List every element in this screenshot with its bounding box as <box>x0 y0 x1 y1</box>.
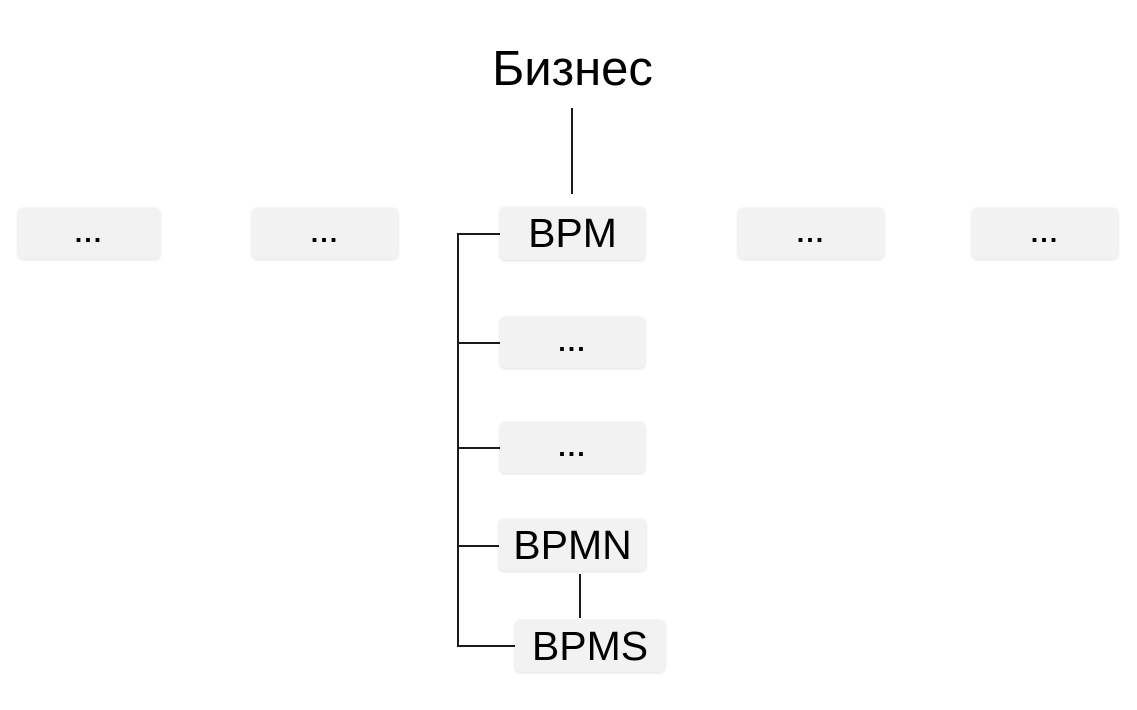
node-bpm-child-2-label: ... <box>558 432 587 462</box>
node-bpm-child-2[interactable]: ... <box>500 422 645 473</box>
edge-bpm-trunk <box>457 233 459 646</box>
node-bpm[interactable]: BPM <box>500 207 645 260</box>
node-bpm-child-1[interactable]: ... <box>500 317 645 368</box>
node-bpm-label: BPM <box>528 210 617 256</box>
edge-branch-to-child-2 <box>457 447 502 449</box>
node-bpms-label: BPMS <box>531 622 649 669</box>
node-root-business-label: Бизнес <box>492 41 653 96</box>
edge-branch-to-bpm <box>457 233 502 235</box>
node-bpm-child-1-label: ... <box>558 327 587 357</box>
node-peer-2[interactable]: ... <box>252 208 398 259</box>
node-root-business[interactable]: Бизнес <box>440 34 705 104</box>
node-peer-5[interactable]: ... <box>972 208 1118 259</box>
edge-branch-to-bpmn <box>457 545 501 547</box>
node-bpmn-label: BPMN <box>513 521 632 568</box>
node-peer-1-label: ... <box>74 218 104 248</box>
node-peer-5-label: ... <box>1030 218 1060 248</box>
node-peer-4-label: ... <box>796 218 826 248</box>
edge-branch-to-child-1 <box>457 342 502 344</box>
node-peer-1[interactable]: ... <box>18 208 160 259</box>
edge-branch-to-bpms <box>457 645 517 647</box>
node-bpmn[interactable]: BPMN <box>499 519 646 571</box>
node-peer-4[interactable]: ... <box>738 208 884 259</box>
node-peer-2-label: ... <box>310 218 340 248</box>
edge-root-to-bpm <box>571 108 573 194</box>
node-bpms[interactable]: BPMS <box>515 620 665 672</box>
edge-bpmn-to-bpms <box>579 574 581 618</box>
